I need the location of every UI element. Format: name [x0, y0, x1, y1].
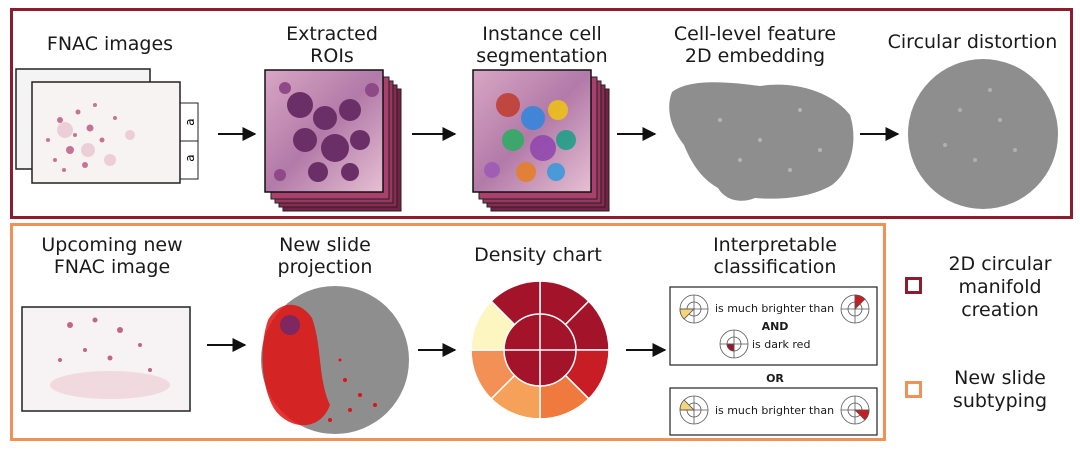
fnac-image-stack: [15, 68, 199, 184]
extracted-roi-stack: [264, 69, 402, 212]
label-density-chart: Density chart: [474, 244, 602, 266]
legend-creation-swatch: [905, 277, 922, 294]
label-instance-segmentation: Instance cell segmentation: [476, 23, 608, 67]
rule1-text: is much brighter than: [714, 302, 835, 315]
circular-scatter: [908, 59, 1058, 209]
rule-box: [669, 387, 878, 436]
label-interpretable-classification: Interpretable classification: [713, 234, 837, 278]
circular-speckle: [943, 88, 1017, 162]
rule-box: [669, 286, 878, 366]
legend-creation-label: 2D circular manifold creation: [948, 253, 1052, 321]
label-circular-distortion: Circular distortion: [887, 31, 1058, 53]
rule-or-text: OR: [766, 372, 784, 385]
embedding-scatter: [669, 82, 854, 201]
upcoming-fnac-image: [21, 306, 191, 412]
label-extracted-rois: Extracted ROIs: [286, 23, 378, 67]
label-2d-embedding: Cell-level feature 2D embedding: [673, 23, 837, 67]
legend-subtyping-swatch: [905, 381, 922, 398]
rule-and-text: AND: [761, 320, 789, 333]
slide-subtyping-frame: [10, 223, 886, 441]
instance-segmentation-stack: [472, 69, 610, 212]
label-new-slide-projection: New slide projection: [277, 234, 373, 278]
thumbnail-letter: a: [183, 154, 197, 161]
rule2-text: is much brighter than: [714, 404, 835, 417]
thumbnail-letter: a: [183, 118, 197, 125]
embedding-speckle: [718, 108, 822, 172]
legend-subtyping-label: New slide subtyping: [952, 367, 1048, 412]
density-chart: [470, 280, 610, 420]
label-upcoming-fnac: Upcoming new FNAC image: [41, 234, 183, 278]
label-fnac-images: FNAC images: [46, 33, 174, 55]
rule-dark-red-text: is dark red: [752, 338, 811, 351]
new-slide-projection: [261, 286, 409, 434]
manifold-creation-frame: [10, 8, 1073, 219]
